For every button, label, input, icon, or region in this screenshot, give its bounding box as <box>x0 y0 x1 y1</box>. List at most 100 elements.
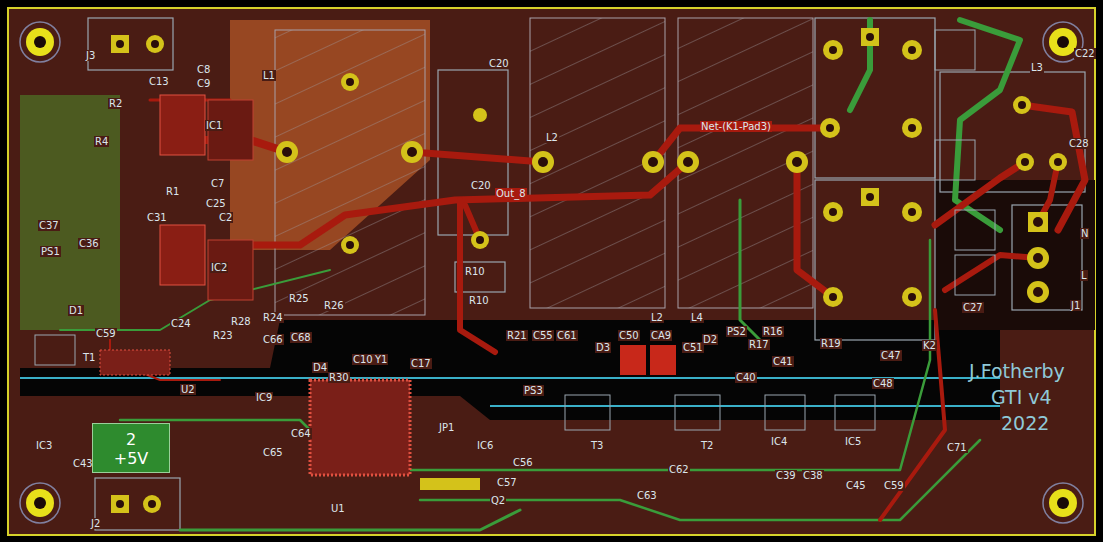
reference-designator: L4 <box>690 312 704 323</box>
reference-designator: R19 <box>820 338 842 349</box>
reference-designator: N <box>1080 228 1089 239</box>
reference-designator: R10 <box>468 295 490 306</box>
reference-designator: D1 <box>68 305 84 316</box>
reference-designator: C65 <box>262 447 284 458</box>
reference-designator: C20 <box>470 180 492 191</box>
reference-designator: D3 <box>595 342 611 353</box>
board-text: 2022 <box>1000 412 1050 434</box>
reference-designator: U1 <box>330 503 346 514</box>
reference-designator: C31 <box>146 212 168 223</box>
reference-designator: D4 <box>312 362 328 373</box>
capacitor-outline <box>955 255 995 295</box>
reference-designator: C10 <box>352 354 374 365</box>
reference-designator: L2 <box>545 132 559 143</box>
board-text: J.Fotherby <box>968 360 1066 382</box>
reference-designator: R16 <box>762 326 784 337</box>
capacitor-pad <box>620 345 646 375</box>
reference-designator: Y1 <box>374 354 388 365</box>
reference-designator: C7 <box>210 178 225 189</box>
reference-designator: PS1 <box>40 246 61 257</box>
reference-designator: IC5 <box>844 436 862 447</box>
reference-designator: L <box>1080 270 1088 281</box>
trace <box>797 162 833 297</box>
trace <box>412 152 543 162</box>
copper-pour <box>20 95 120 330</box>
header-pins <box>420 478 480 490</box>
reference-designator: CA9 <box>650 330 672 341</box>
reference-designator: J2 <box>90 518 101 529</box>
trace <box>460 200 495 352</box>
pad-rings <box>111 28 1067 513</box>
reference-designator: C68 <box>290 332 312 343</box>
reference-designator: C56 <box>512 457 534 468</box>
ic-footprint <box>100 350 170 375</box>
reference-designator: R21 <box>506 330 528 341</box>
trace <box>880 310 945 520</box>
reference-designator: C55 <box>532 330 554 341</box>
reference-designator: C25 <box>205 198 227 209</box>
reference-designator: T1 <box>82 352 96 363</box>
reference-designator: R24 <box>262 312 284 323</box>
reference-designator: C47 <box>880 350 902 361</box>
ic-footprints <box>35 30 995 490</box>
capacitor-outline <box>955 210 995 250</box>
reference-designator: R26 <box>323 300 345 311</box>
relay-outline <box>815 180 935 340</box>
reference-designator: IC4 <box>770 436 788 447</box>
trace <box>740 200 760 340</box>
reference-designator: J3 <box>85 50 96 61</box>
reference-designator: L2 <box>650 312 664 323</box>
keepout-line <box>20 377 1000 379</box>
reference-designator: C59 <box>95 328 117 339</box>
reference-designator: J1 <box>1070 300 1081 311</box>
reference-designator: IC3 <box>35 440 53 451</box>
reference-designator: C66 <box>262 334 284 345</box>
reference-designator: R10 <box>464 266 486 277</box>
net-name: Net-(K1-Pad3) <box>700 121 772 132</box>
reference-designator: R28 <box>230 316 252 327</box>
relay-outline <box>815 18 935 178</box>
reference-designator: C8 <box>196 64 211 75</box>
reference-designator: C61 <box>556 330 578 341</box>
capacitor-outline <box>935 140 975 180</box>
trace <box>250 162 688 245</box>
reference-designator: R25 <box>288 293 310 304</box>
reference-designator: C51 <box>682 342 704 353</box>
reference-designator: C48 <box>872 378 894 389</box>
reference-designator: IC2 <box>210 262 228 273</box>
reference-designator: C36 <box>78 238 100 249</box>
reference-designator: R2 <box>108 98 123 109</box>
top-traces <box>110 100 1085 520</box>
reference-designator: C64 <box>290 428 312 439</box>
reference-designator: C20 <box>488 58 510 69</box>
reference-designator: C9 <box>196 78 211 89</box>
capacitor-pad <box>650 345 676 375</box>
ic-outline <box>835 395 875 430</box>
board-outline <box>8 8 1095 535</box>
reference-designator: R1 <box>165 186 180 197</box>
pad-holes <box>116 33 1062 508</box>
reference-designator: C13 <box>148 76 170 87</box>
inductor-outline <box>678 18 813 308</box>
transformer-outline <box>675 395 720 430</box>
reference-designator: R4 <box>94 136 109 147</box>
keepout-line <box>490 405 1000 407</box>
through-hole-pads <box>111 28 1067 513</box>
connector-outline <box>95 478 180 530</box>
ic-footprint <box>208 240 253 300</box>
reference-designator: C17 <box>410 358 432 369</box>
reference-designator: C71 <box>946 442 968 453</box>
mounting-holes <box>20 22 1083 523</box>
reference-designator: R23 <box>212 330 234 341</box>
component-outline <box>88 18 1085 530</box>
reference-designator: C24 <box>170 318 192 329</box>
reference-designator: C2 <box>218 212 233 223</box>
reference-designator: C63 <box>636 490 658 501</box>
board-text: GTI v4 <box>990 386 1053 408</box>
reference-designator: U2 <box>180 384 196 395</box>
reference-designator: R17 <box>748 339 770 350</box>
transformer-outline <box>35 335 75 365</box>
capacitor-outline <box>935 30 975 70</box>
inductor-outline <box>275 18 813 315</box>
